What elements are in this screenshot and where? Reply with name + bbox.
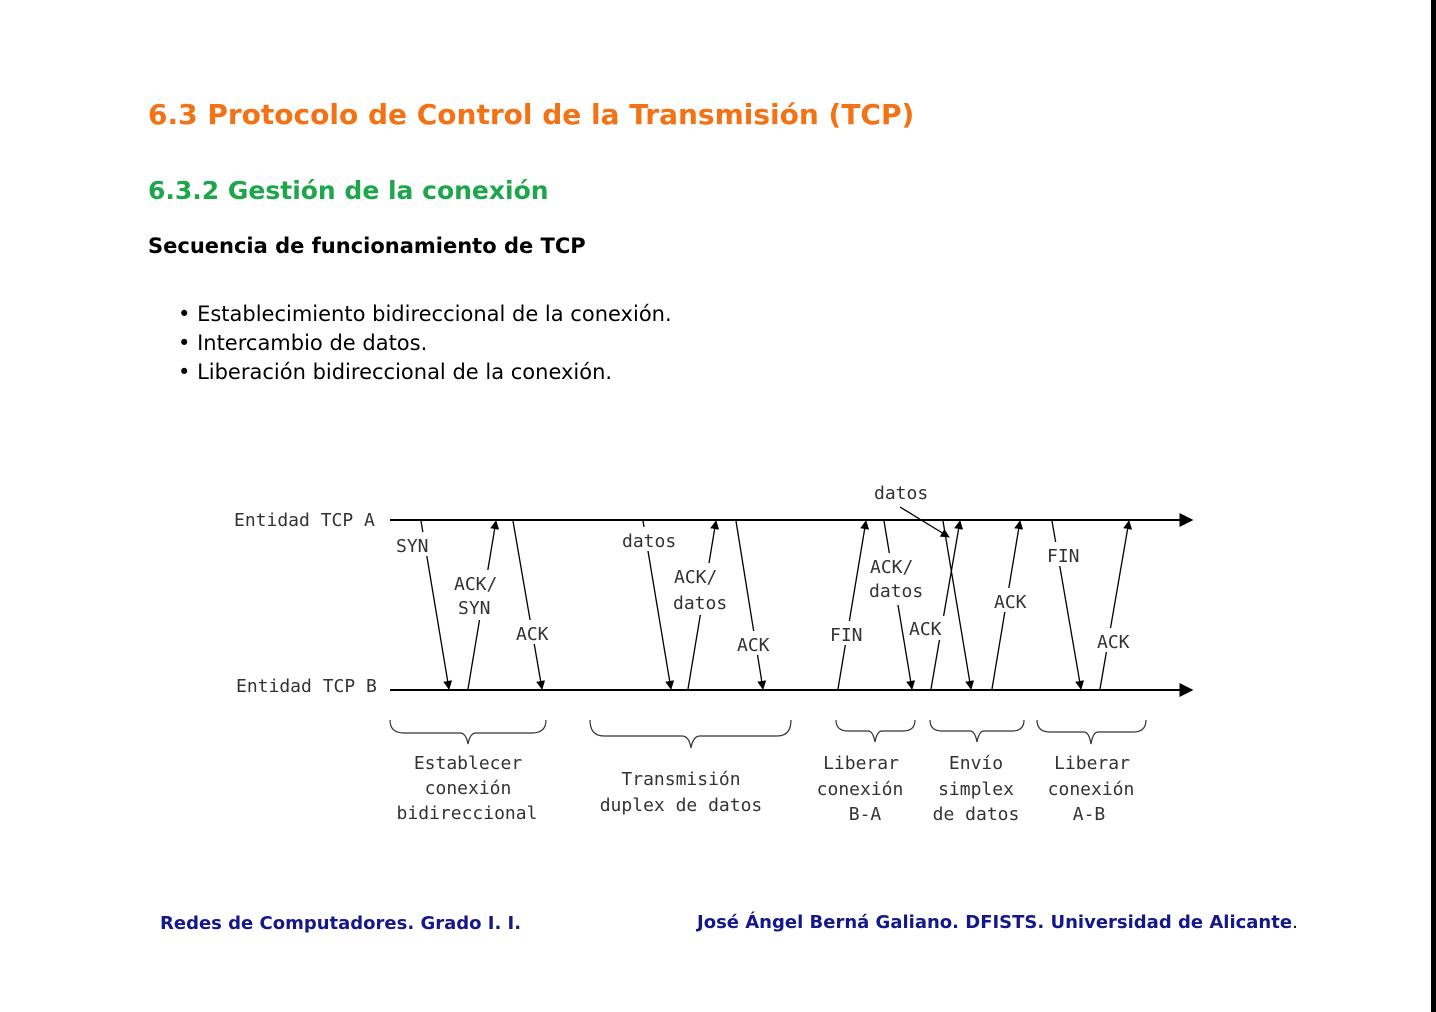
label-ack-datos-1-line1: ACK/ xyxy=(674,567,717,588)
label-ack-2: ACK xyxy=(737,635,770,656)
footer-author-period: . xyxy=(1292,912,1298,933)
label-ack-datos-1-line2: datos xyxy=(673,593,727,614)
entity-b-label: Entidad TCP B xyxy=(236,676,377,697)
label-ack-datos-2-line2: datos xyxy=(869,581,923,602)
list-item: Liberación bidireccional de la conexión. xyxy=(178,358,672,387)
phase-5-line2: conexión xyxy=(1048,779,1135,800)
label-ack-4: ACK xyxy=(994,592,1027,613)
datos-callout-leader xyxy=(899,506,950,538)
phase-2-line2: duplex de datos xyxy=(600,795,763,816)
arrow-ack-5 xyxy=(1099,520,1133,690)
phase-5-line3: A-B xyxy=(1073,804,1106,825)
label-ack-datos-2-line1: ACK/ xyxy=(870,557,913,578)
label-ack-syn-line2: SYN xyxy=(458,598,491,619)
label-ack-5: ACK xyxy=(1097,632,1130,653)
phase-4-line1: Envío xyxy=(949,753,1003,774)
entity-a-label: Entidad TCP A xyxy=(234,510,375,531)
label-datos-2: datos xyxy=(874,483,928,504)
phase-3-line1: Liberar xyxy=(823,753,899,774)
phase-5-line1: Liberar xyxy=(1054,753,1130,774)
brace-phase-5 xyxy=(1036,719,1147,745)
phase-4-line3: de datos xyxy=(933,804,1020,825)
list-item: Establecimiento bidireccional de la cone… xyxy=(178,300,672,329)
brace-phase-4 xyxy=(929,719,1025,743)
label-syn: SYN xyxy=(396,536,429,557)
phase-1-line2: conexión xyxy=(425,778,512,799)
phase-1-line1: Establecer xyxy=(414,753,523,774)
footer-author-text: José Ángel Berná Galiano. DFISTS. Univer… xyxy=(697,912,1293,933)
arrow-datos-2 xyxy=(942,520,975,690)
label-fin-2: FIN xyxy=(1047,546,1080,567)
phase-4-line2: simplex xyxy=(938,779,1014,800)
brace-phase-3 xyxy=(835,719,916,743)
brace-phase-1 xyxy=(389,719,547,745)
bullet-list: Establecimiento bidireccional de la cone… xyxy=(178,300,672,387)
brace-phase-2 xyxy=(589,719,792,749)
footer-author: José Ángel Berná Galiano. DFISTS. Univer… xyxy=(697,912,1298,933)
arrow-ack-2 xyxy=(735,520,767,690)
label-ack-3: ACK xyxy=(909,619,942,640)
label-datos-1: datos xyxy=(622,531,676,552)
phase-3-line3: B-A xyxy=(849,804,882,825)
label-ack-syn-line1: ACK/ xyxy=(454,574,497,595)
phase-3-line2: conexión xyxy=(817,779,904,800)
phase-1-line3: bidireccional xyxy=(397,803,538,824)
arrow-ack-1 xyxy=(512,520,546,690)
page-title: 6.3 Protocolo de Control de la Transmisi… xyxy=(148,98,915,131)
arrow-ack-3 xyxy=(930,520,964,690)
arrow-fin-1 xyxy=(837,520,870,690)
list-item: Intercambio de datos. xyxy=(178,329,672,358)
right-border-rule xyxy=(1431,0,1436,1012)
label-ack-1: ACK xyxy=(516,624,549,645)
phase-2-line1: Transmisión xyxy=(621,769,740,790)
footer-course: Redes de Computadores. Grado I. I. xyxy=(160,913,522,934)
section-heading: Secuencia de funcionamiento de TCP xyxy=(148,234,586,258)
section-subtitle: 6.3.2 Gestión de la conexión xyxy=(148,176,549,205)
label-fin-1: FIN xyxy=(830,625,863,646)
